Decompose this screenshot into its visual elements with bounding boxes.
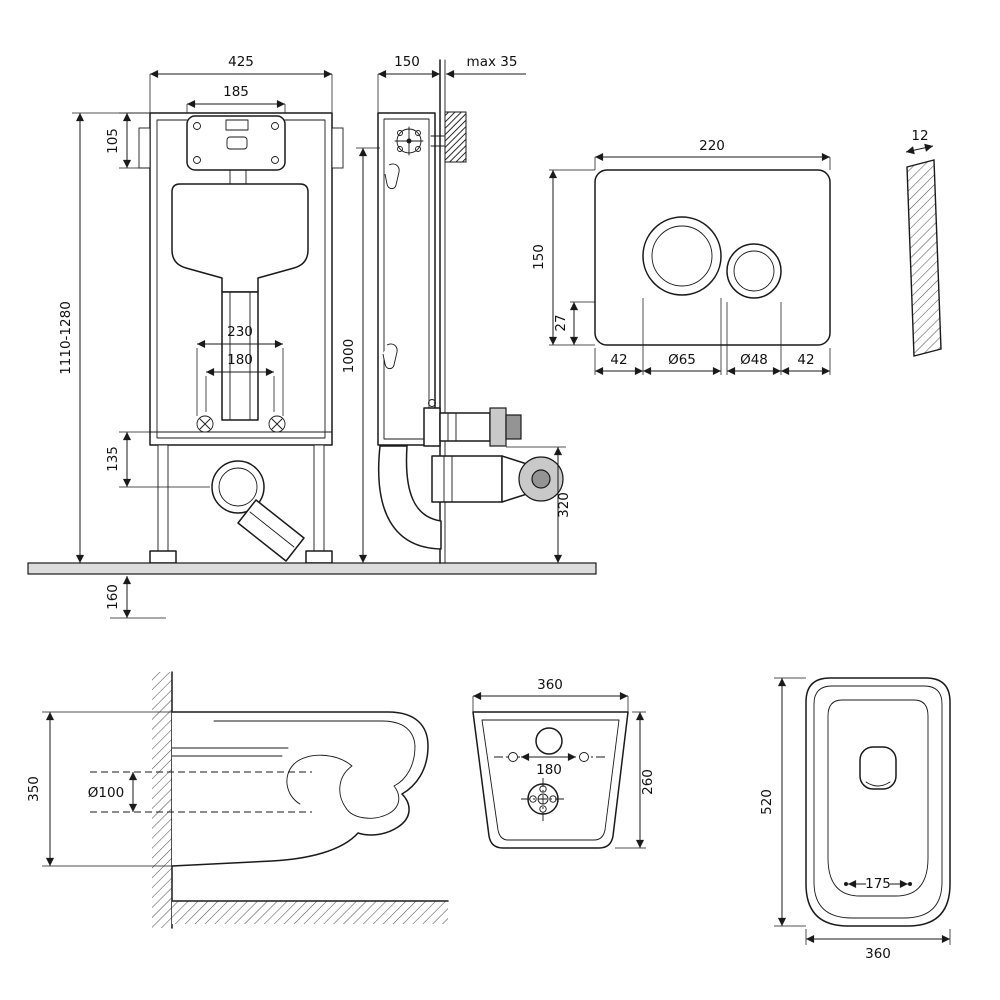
wall-mount-bracket [394,126,445,156]
access-plate [186,115,286,171]
foot-plate-left [149,550,177,564]
adjustable-leg-left [157,444,169,552]
flush-plate-side-view: 12 [905,128,942,357]
dim-bowl-front-height: 260 [640,769,656,795]
dim-plate-height: 150 [531,244,547,270]
floor-hatch [172,901,448,924]
drain-pipe-centerlines [90,771,312,813]
dim-plate-width: 220 [699,138,725,154]
fixing-bolt-right [268,415,286,433]
bowl-front-view: 360 180 260 [472,677,656,849]
dim-access-plate-width: 185 [223,84,249,100]
dim-install-height-range: 1110-1280 [58,301,74,375]
seat-outline [805,677,951,927]
dim-large-button-diameter: Ø65 [668,352,696,368]
dim-frame-depth: 150 [394,54,420,70]
bowl-profile [171,711,429,867]
wall-hatch [152,672,172,928]
small-flush-button [726,243,782,299]
plate-side-profile [906,159,942,357]
drain-outlet-pipe [431,455,503,503]
dim-left-margin: 42 [610,352,627,368]
dim-drain-diameter: Ø100 [88,785,124,801]
foot-plate-right [305,550,333,564]
dim-button-bottom-offset: 27 [553,314,569,331]
dim-plate-thickness: 12 [911,128,928,144]
drain-trap-assembly [378,445,564,550]
bowl-side-view: Ø100 350 [26,671,449,929]
dim-wall-gap-max: max 35 [467,54,518,70]
water-supply-assembly [423,399,522,447]
dim-bowl-depth: 520 [759,789,775,815]
dim-outlet-height: 135 [105,446,121,472]
dim-bowl-width: 360 [537,677,563,693]
frame-side-outline [377,112,436,446]
plate-screw [271,156,279,164]
dim-right-margin: 42 [797,352,814,368]
fixing-hook-lower [382,343,398,370]
fixing-bolt-left [196,415,214,433]
mounting-hole-left [508,752,518,762]
dim-frame-height: 1000 [341,339,357,373]
drain-elbow [237,499,305,562]
dim-access-plate-height: 105 [105,128,121,154]
adjustable-leg-right [313,444,325,552]
dim-floor-recess: 160 [105,584,121,610]
seat-top-view: 520 175 360 [759,677,951,962]
plate-screw [271,122,279,130]
hinge-button [859,746,897,790]
mounting-hole-right [579,752,589,762]
large-flush-button [642,216,722,296]
dim-outlet-spacing: 180 [227,352,253,368]
drain-hole [521,778,565,822]
fixing-hook-upper [384,163,400,190]
floor-slab [27,562,597,575]
dim-bowl-height: 350 [26,776,42,802]
dim-frame-width: 425 [228,54,254,70]
flush-plate-front-view: 220 150 27 42 Ø65 Ø48 42 [531,138,831,376]
wall-bracket-right [331,127,344,169]
p-trap [378,445,442,550]
wall-bracket-left [138,127,151,169]
cistern-side-view: 150 max 35 1000 [341,54,572,564]
cistern-front-view: 425 185 230 180 [27,54,597,619]
plate-screw [193,122,201,130]
dim-small-button-diameter: Ø48 [740,352,768,368]
dim-seat-outer-width: 360 [865,946,891,962]
dim-drain-height: 320 [556,492,572,518]
plate-screw [193,156,201,164]
cistern-tank [171,183,309,293]
dim-fixing-spacing: 230 [227,324,253,340]
wall-anchor-block [444,111,467,163]
flush-pipe [221,291,259,421]
drain-socket [211,460,265,514]
dim-seat-inner-width: 175 [865,876,891,892]
dim-hole-spacing: 180 [536,762,562,778]
bowl-front-outline [472,711,629,849]
